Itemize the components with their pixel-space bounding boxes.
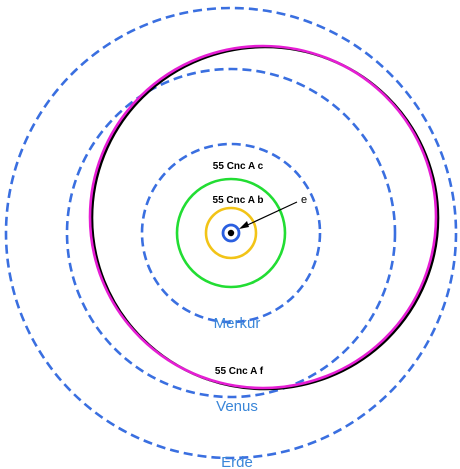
planet-b-orbit [204, 206, 258, 260]
planet-e-pointer-arrow [240, 201, 298, 229]
planet-f-orbit [88, 44, 438, 390]
planet-b-label: 55 Cnc A b [213, 195, 264, 206]
planet-c-label: 55 Cnc A c [213, 161, 264, 172]
venus-label: Venus [216, 398, 258, 415]
mercury-orbit [140, 142, 322, 324]
earth-orbit [4, 6, 458, 460]
earth-label: Erde [221, 454, 253, 469]
arrow-head-icon [239, 221, 249, 229]
mercury-label: Merkur [214, 315, 261, 332]
planet-e-label: e [301, 194, 307, 206]
planet-e-orbit [221, 223, 241, 243]
star-icon [227, 229, 235, 237]
venus-orbit [65, 67, 397, 399]
planet-f-label: 55 Cnc A f [215, 366, 264, 377]
planet-c-orbit [175, 177, 287, 289]
